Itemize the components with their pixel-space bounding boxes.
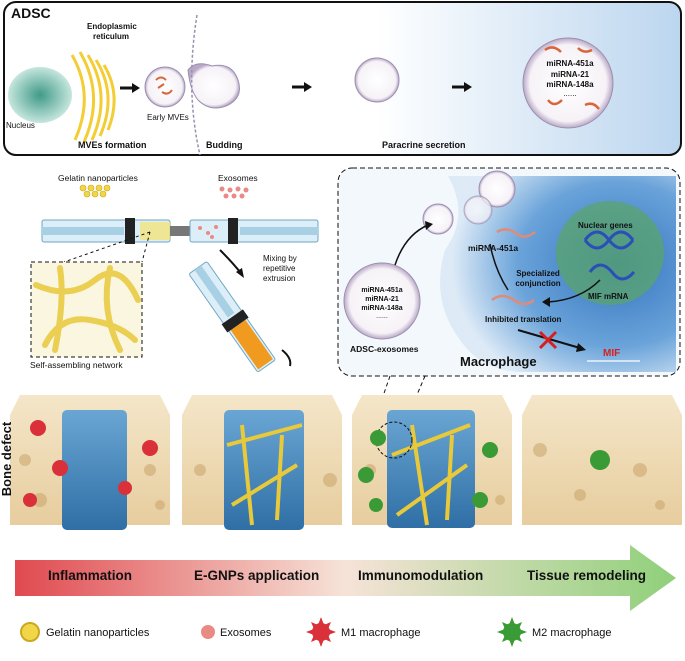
nucleus-label: Nucleus — [6, 121, 35, 130]
stage-inflammation: Inflammation — [48, 568, 133, 583]
stage-arrow: Inflammation E-GNPs application Immunomo… — [0, 560, 685, 590]
exo-mirna-1: miRNA-451a — [361, 287, 403, 294]
mixing-label-2: repetitive — [263, 264, 296, 273]
mirna-ellipsis: ...... — [563, 89, 577, 98]
self-assembling-label: Self-assembling network — [30, 360, 123, 370]
stage-tissue-remodeling: Tissue remodeling — [527, 568, 647, 583]
mirna-2: miRNA-21 — [550, 70, 590, 79]
mif-mrna-label: MIF mRNA — [588, 292, 629, 301]
mirna-1: miRNA-451a — [546, 59, 594, 68]
inhibited-label: Inhibited translation — [485, 315, 562, 324]
stage-egnps: E-GNPs application — [194, 568, 320, 583]
mves-formation-label: MVEs formation — [78, 140, 147, 150]
exosomes-label: Exosomes — [218, 173, 258, 183]
exo-mirna-ellipsis: ...... — [376, 313, 388, 320]
specialized-label-1: Specialized — [516, 269, 560, 278]
mirna-451a-label: miRNA-451a — [468, 243, 519, 253]
early-mves-label: Early MVEs — [147, 113, 189, 122]
er-label-1: Endoplasmic — [87, 22, 137, 31]
er-label-2: reticulum — [93, 32, 130, 41]
paracrine-label: Paracrine secretion — [382, 140, 466, 150]
specialized-label-2: conjunction — [515, 279, 561, 288]
exo-mirna-2: miRNA-21 — [365, 296, 399, 303]
macrophage-label: Macrophage — [460, 354, 537, 369]
mixing-label-1: Mixing by — [263, 254, 297, 263]
budding-label: Budding — [206, 140, 243, 150]
adsc-exosomes-label: ADSC-exosomes — [350, 344, 419, 354]
bone-defect-label: Bone defect — [0, 421, 15, 497]
legend-exosomes: Exosomes — [220, 627, 272, 639]
legend-gelatin: Gelatin nanoparticles — [46, 627, 150, 639]
mirna-3: miRNA-148a — [546, 80, 594, 89]
top-panel-title: ADSC — [11, 5, 51, 21]
legend-m1: M1 macrophage — [341, 627, 421, 639]
exo-mirna-3: miRNA-148a — [361, 305, 403, 312]
mixing-label-3: extrusion — [263, 274, 296, 283]
nuclear-genes-label: Nuclear genes — [578, 221, 633, 230]
stage-immunomodulation: Immunomodulation — [358, 568, 484, 583]
legend-m2: M2 macrophage — [532, 627, 612, 639]
mif-label: MIF — [603, 348, 621, 359]
gelatin-label: Gelatin nanoparticles — [58, 173, 138, 183]
